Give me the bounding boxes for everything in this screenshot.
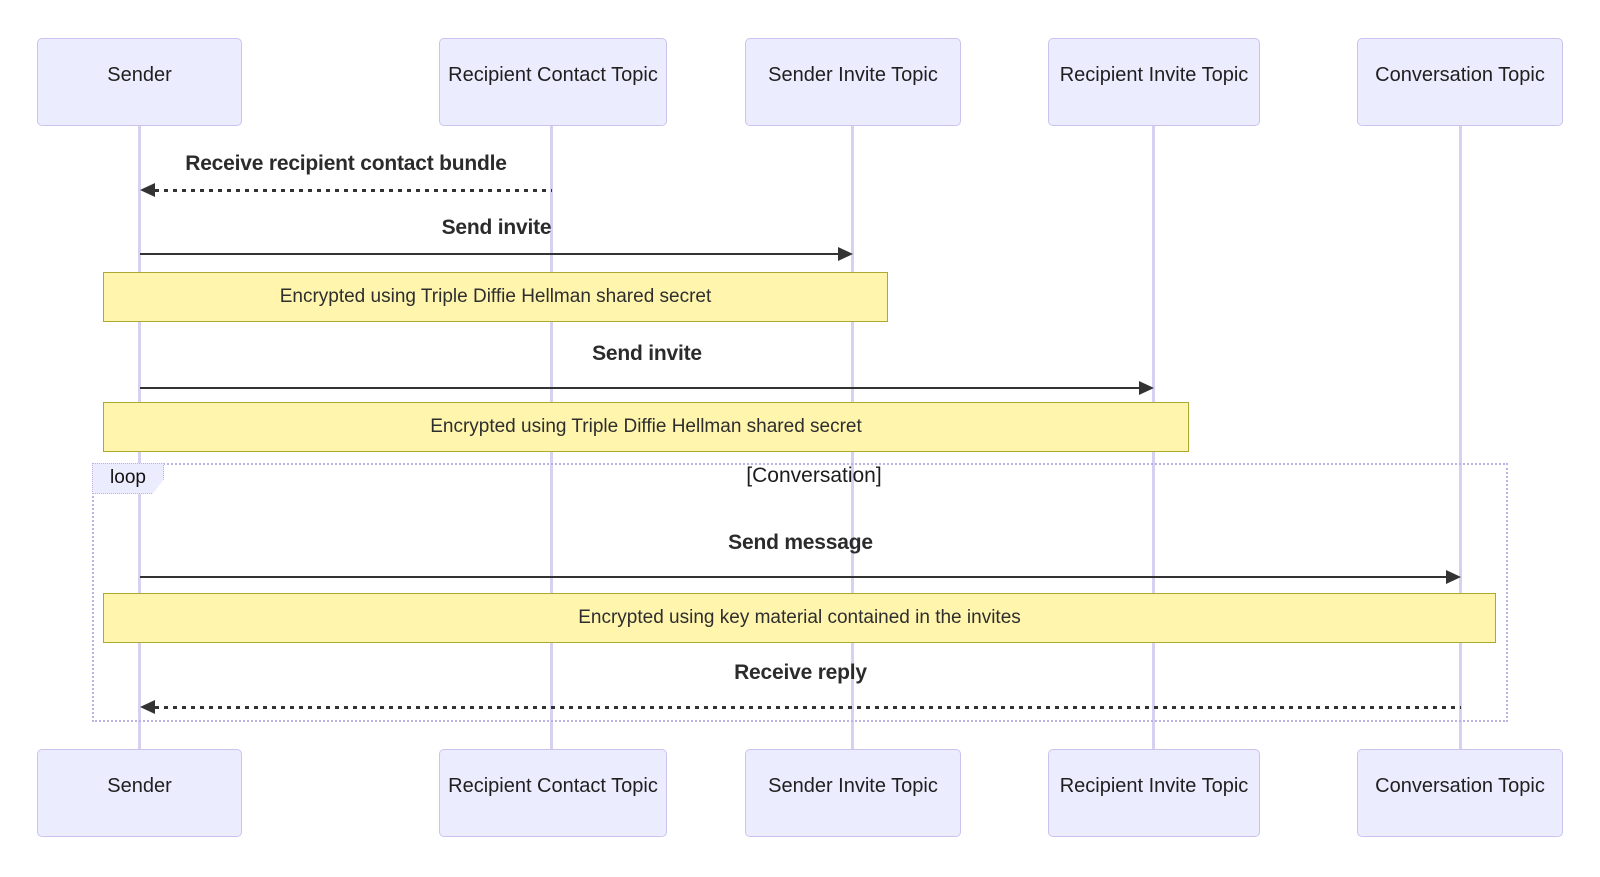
participant-label: Sender Invite Topic <box>768 774 938 797</box>
loop-frame <box>92 463 1508 722</box>
message-label-send-message: Send message <box>728 531 873 554</box>
arrowhead-right-icon <box>838 247 853 261</box>
participant-label: Sender Invite Topic <box>768 63 938 86</box>
arrowhead-left-icon <box>140 700 155 714</box>
participant-recipient-contact-topic-top: Recipient Contact Topic <box>439 38 667 126</box>
message-label-receive-recipient-contact-bundle: Receive recipient contact bundle <box>185 152 507 175</box>
participant-label: Conversation Topic <box>1375 63 1545 86</box>
note-encrypted-3dh-1: Encrypted using Triple Diffie Hellman sh… <box>103 272 888 322</box>
participant-label: Sender <box>107 63 172 86</box>
note-text: Encrypted using key material contained i… <box>578 607 1021 628</box>
message-line <box>140 387 1140 389</box>
note-text: Encrypted using Triple Diffie Hellman sh… <box>279 286 712 307</box>
note-encrypted-3dh-2: Encrypted using Triple Diffie Hellman sh… <box>103 402 1189 452</box>
loop-label: loop <box>92 463 164 494</box>
participant-recipient-invite-topic-bottom: Recipient Invite Topic <box>1048 749 1260 837</box>
participant-recipient-contact-topic-bottom: Recipient Contact Topic <box>439 749 667 837</box>
message-label-send-invite-2: Send invite <box>592 342 702 365</box>
message-label-receive-reply: Receive reply <box>734 661 867 684</box>
participant-conversation-topic-top: Conversation Topic <box>1357 38 1563 126</box>
participant-label: Recipient Contact Topic <box>448 774 658 797</box>
participant-sender-bottom: Sender <box>37 749 242 837</box>
loop-title: [Conversation] <box>746 464 882 487</box>
participant-label: Conversation Topic <box>1375 774 1545 797</box>
message-label-send-invite-1: Send invite <box>441 216 552 239</box>
message-line <box>155 189 552 192</box>
message-line <box>155 706 1461 709</box>
message-line <box>140 253 839 255</box>
arrowhead-right-icon <box>1139 381 1154 395</box>
participant-sender-invite-topic-top: Sender Invite Topic <box>745 38 961 126</box>
participant-sender-invite-topic-bottom: Sender Invite Topic <box>745 749 961 837</box>
loop-label-text: loop <box>110 466 146 488</box>
message-line <box>140 576 1447 578</box>
participant-recipient-invite-topic-top: Recipient Invite Topic <box>1048 38 1260 126</box>
participant-conversation-topic-bottom: Conversation Topic <box>1357 749 1563 837</box>
participant-label: Sender <box>107 774 172 797</box>
note-encrypted-key-material: Encrypted using key material contained i… <box>103 593 1496 643</box>
arrowhead-right-icon <box>1446 570 1461 584</box>
arrowhead-left-icon <box>140 183 155 197</box>
lifeline-conversation-topic <box>1459 122 1462 751</box>
participant-label: Recipient Invite Topic <box>1059 63 1249 86</box>
note-text: Encrypted using Triple Diffie Hellman sh… <box>430 416 862 437</box>
participant-label: Recipient Invite Topic <box>1059 774 1249 797</box>
participant-sender-top: Sender <box>37 38 242 126</box>
participant-label: Recipient Contact Topic <box>448 63 658 86</box>
